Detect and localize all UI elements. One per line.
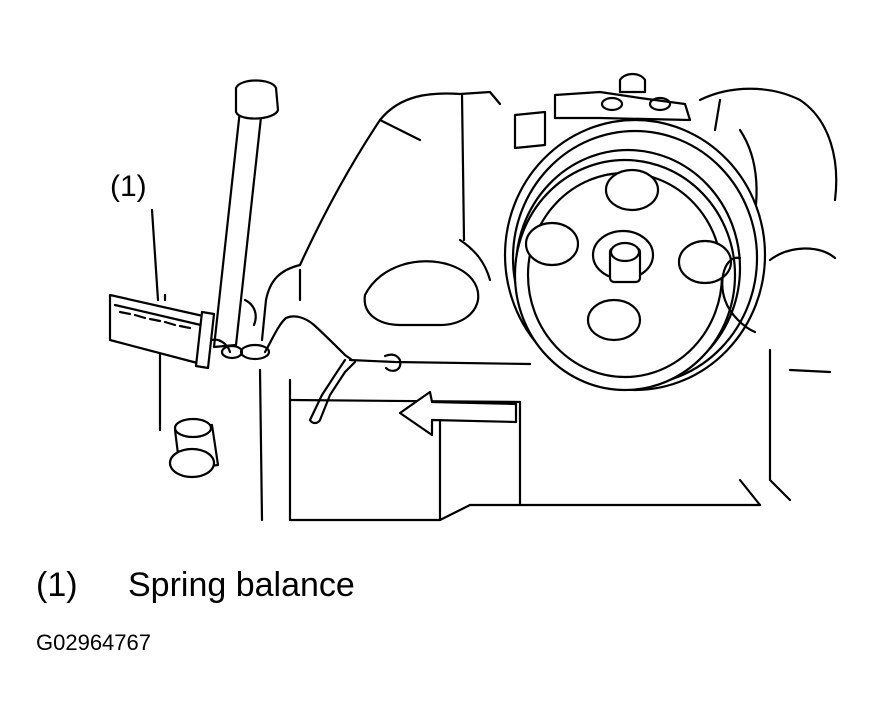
figure-code: G02964767 (36, 630, 151, 655)
arrow-icon (398, 390, 518, 437)
hook-and-string (263, 315, 532, 425)
bolt (168, 417, 220, 479)
engine-illustration (108, 72, 838, 522)
pump-bracket (513, 72, 692, 150)
legend-number: (1) (36, 566, 78, 604)
engine-block (158, 87, 838, 522)
pulley (503, 118, 767, 392)
legend-label: Spring balance (128, 566, 355, 604)
spring-balance (108, 293, 271, 370)
rod (212, 79, 280, 349)
callout-leader-line (150, 208, 160, 302)
callout-label: (1) (110, 170, 147, 203)
